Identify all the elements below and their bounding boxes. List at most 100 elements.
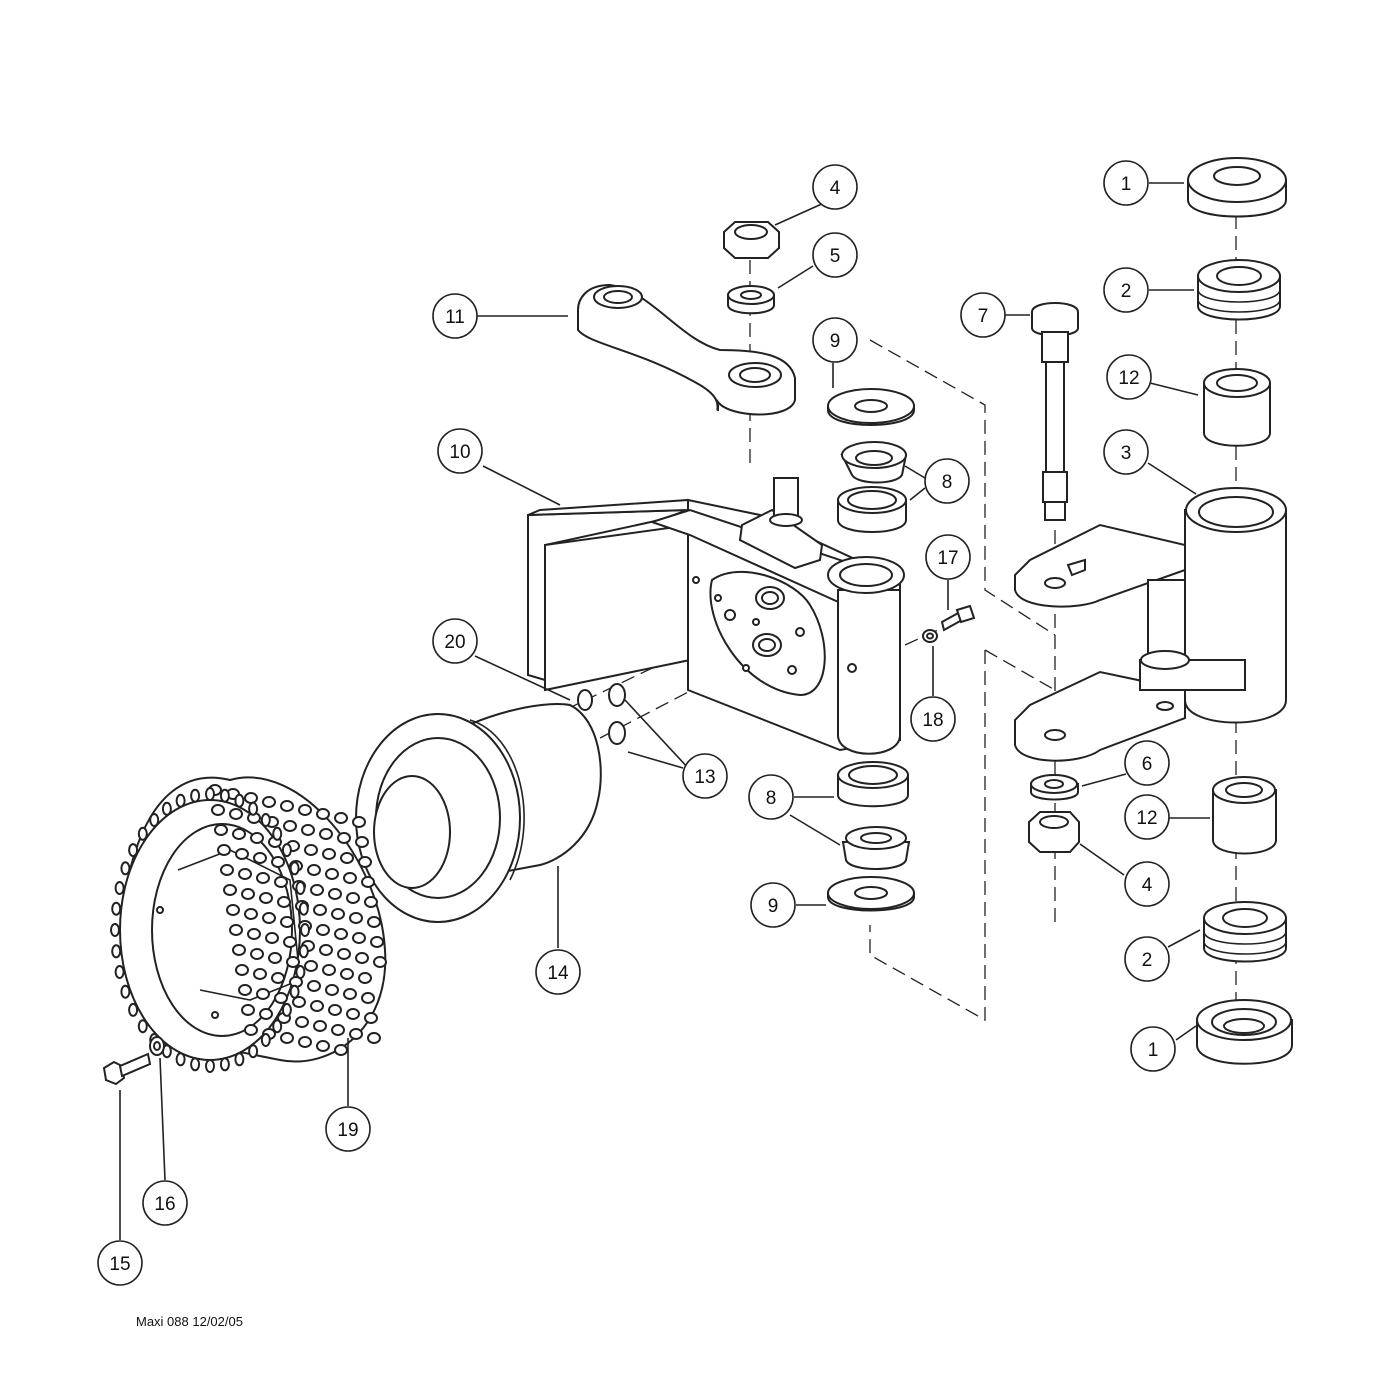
- wheel-stud: [313, 904, 327, 916]
- callout-circle: [97, 1240, 143, 1286]
- part-1-cap-bottom: [1196, 999, 1293, 1065]
- wheel-stud: [214, 824, 228, 836]
- callout-circle: [812, 164, 858, 210]
- wheel-rim-stud: [300, 923, 310, 937]
- wheel-stud: [322, 848, 336, 860]
- callout-c13: 13: [682, 753, 728, 799]
- wheel-stud: [328, 888, 342, 900]
- wheel-stud: [220, 864, 234, 876]
- callout-c15: 15: [97, 1240, 143, 1286]
- callout-c5: 5: [812, 232, 858, 278]
- wheel-stud: [271, 972, 285, 984]
- wheel-rim-stud: [219, 788, 230, 803]
- wheel-studs: [110, 784, 387, 1073]
- wheel-stud: [334, 812, 348, 824]
- callout-number: 4: [1142, 875, 1153, 896]
- callout-number: 2: [1142, 950, 1153, 971]
- callout-number: 17: [937, 548, 958, 569]
- wheel-stud: [274, 876, 288, 888]
- wheel-stud: [292, 996, 306, 1008]
- wheel-rim-stud: [161, 801, 172, 816]
- part-9-washer-top: [827, 388, 915, 426]
- wheel-rim-stud: [298, 901, 309, 916]
- wheel-stud: [274, 992, 288, 1004]
- callout-circle: [1124, 740, 1170, 786]
- part-4-nut-bottom: [1028, 811, 1080, 853]
- wheel-stud: [262, 912, 276, 924]
- callout-number: 8: [942, 472, 953, 493]
- part-19-studded-wheel: [110, 776, 387, 1073]
- callout-c12a: 12: [1106, 354, 1152, 400]
- wheel-stud: [253, 968, 267, 980]
- wheel-stud: [250, 948, 264, 960]
- callout-circle: [1106, 354, 1152, 400]
- wheel-rim-stud: [128, 843, 139, 858]
- callout-circle: [812, 232, 858, 278]
- wheel-stud: [361, 992, 375, 1004]
- wheel-rim-stud: [175, 1052, 186, 1067]
- part-14-motor-housing: [355, 703, 602, 923]
- wheel-stud: [244, 908, 258, 920]
- part-6-washer: [1030, 774, 1079, 801]
- wheel-stud: [232, 944, 246, 956]
- callout-c4b: 4: [1124, 861, 1170, 907]
- callout-circle: [1130, 1026, 1176, 1072]
- wheel-stud: [355, 836, 369, 848]
- wheel-stud: [223, 884, 237, 896]
- part-9-washer-bottom: [827, 876, 915, 912]
- part-8-bush-top: [837, 486, 907, 533]
- part-3-swivel-yoke: [1014, 487, 1287, 762]
- wheel-stud: [370, 936, 384, 948]
- wheel-stud: [241, 1004, 255, 1016]
- callout-c8b: 8: [748, 774, 794, 820]
- wheel-stud: [241, 888, 255, 900]
- wheel-stud: [211, 804, 225, 816]
- part-2-seal-top: [1197, 259, 1281, 321]
- callout-c17: 17: [925, 534, 971, 580]
- wheel-rim-stud: [149, 813, 160, 827]
- callout-circle: [1124, 936, 1170, 982]
- callout-number: 11: [445, 307, 465, 328]
- wheel-rim-stud: [272, 1019, 283, 1034]
- callout-c2b: 2: [1124, 936, 1170, 982]
- wheel-rim-stud: [190, 788, 201, 803]
- callout-number: 6: [1142, 754, 1153, 775]
- callout-circle: [142, 1180, 188, 1226]
- callout-circle: [325, 1106, 371, 1152]
- wheel-stud: [283, 820, 297, 832]
- callout-circle: [1103, 429, 1149, 475]
- callout-number: 3: [1121, 443, 1132, 464]
- wheel-stud: [340, 852, 354, 864]
- callout-number: 10: [449, 442, 470, 463]
- wheel-rim-stud: [272, 826, 283, 841]
- wheel-rim-stud: [295, 881, 306, 895]
- wheel-stud: [304, 844, 318, 856]
- callout-circle: [1124, 861, 1170, 907]
- wheel-stud: [310, 1000, 324, 1012]
- callout-c10: 10: [437, 428, 483, 474]
- callout-number: 13: [694, 767, 715, 788]
- wheel-rim-stud: [260, 813, 271, 827]
- part-11-link-arm: [577, 283, 796, 416]
- wheel-stud: [316, 924, 330, 936]
- part-16-washer: [149, 1036, 165, 1056]
- wheel-stud: [298, 804, 312, 816]
- callout-c11: 11: [432, 293, 478, 339]
- callout-circle: [924, 458, 970, 504]
- part-8-cone-top: [840, 441, 908, 484]
- wheel-rim-stud: [289, 984, 300, 999]
- wheel-stud: [349, 912, 363, 924]
- wheel-stud: [346, 892, 360, 904]
- callout-number: 19: [337, 1120, 358, 1141]
- wheel-stud: [235, 964, 249, 976]
- wheel-stud: [364, 896, 378, 908]
- callout-number: 1: [1148, 1040, 1159, 1061]
- wheel-rim-stud: [190, 1057, 201, 1072]
- drawing-reference: Maxi 088 12/02/05: [136, 1314, 243, 1329]
- wheel-rim-stud: [128, 1002, 139, 1017]
- wheel-stud: [286, 956, 300, 968]
- callout-c3: 3: [1103, 429, 1149, 475]
- wheel-rim-stud: [234, 793, 245, 808]
- callout-circle: [437, 428, 483, 474]
- wheel-stud: [238, 868, 252, 880]
